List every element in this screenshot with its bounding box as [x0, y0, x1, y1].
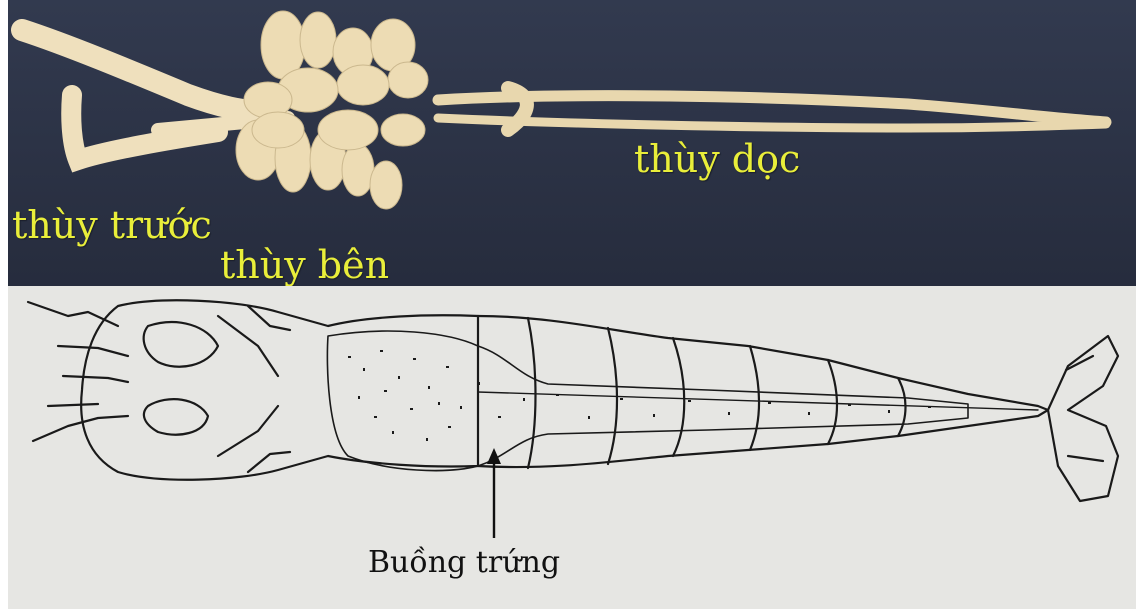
shrimp-drawing-panel: [8, 286, 1136, 609]
ovary-label: Buồng trứng: [368, 548, 560, 578]
gonad-photo-panel: thùy trước thùy bên thùy dọc: [8, 0, 1136, 286]
anterior-lobe-label: thùy trước: [12, 206, 212, 244]
longitudinal-lobe-label: thùy dọc: [634, 140, 800, 178]
shrimp-drawing: [8, 286, 1136, 609]
lateral-lobe-label: thùy bên: [220, 246, 389, 284]
